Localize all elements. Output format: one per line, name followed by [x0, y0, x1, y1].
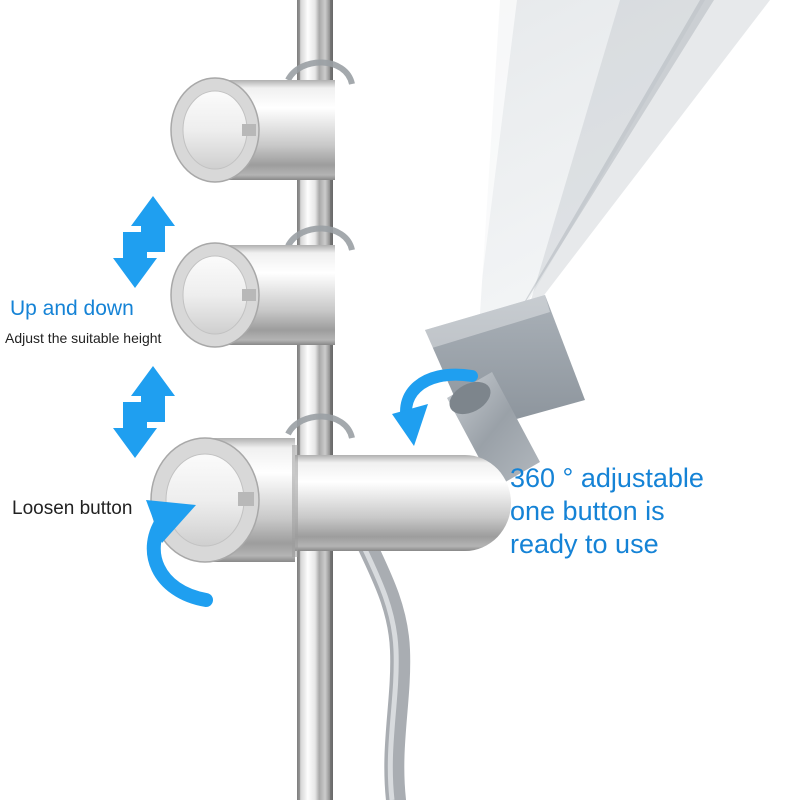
rail-clip-icons — [285, 59, 355, 439]
loosen-button-label: Loosen button — [12, 498, 133, 519]
head-handle — [447, 372, 540, 488]
shower-hose — [340, 498, 411, 800]
rotate-line-3: ready to use — [510, 529, 659, 559]
rotate-arrow-icon-left — [146, 500, 213, 607]
rotate-line-2: one button is — [510, 496, 665, 526]
holder-bracket — [150, 437, 511, 563]
rotate-line-1: 360 ° adjustable — [510, 463, 704, 493]
up-down-sublabel: Adjust the suitable height — [5, 330, 162, 346]
down-arrow-icon — [113, 232, 157, 288]
rotate-arrow-icon-right — [392, 368, 478, 446]
up-down-label: Up and down — [10, 297, 134, 320]
arrow-pair-top — [113, 196, 175, 288]
slider-knob-middle — [170, 242, 335, 348]
shower-head — [425, 0, 770, 432]
arrow-pair-bottom — [113, 366, 175, 458]
down-arrow-icon — [113, 402, 157, 458]
slider-knob-top — [170, 77, 335, 183]
rotate-adjustable-label: 360 ° adjustable one button is ready to … — [510, 462, 704, 561]
